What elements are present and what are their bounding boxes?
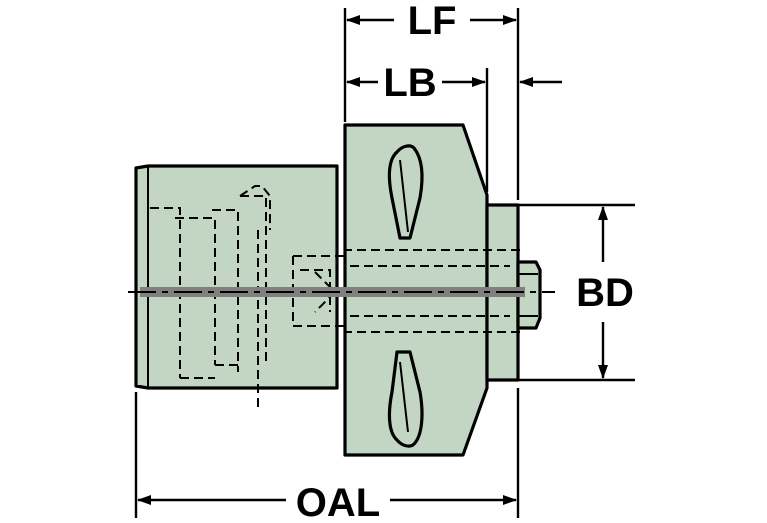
lb-label: LB	[383, 61, 436, 105]
drive-slot-top	[387, 144, 424, 240]
centerline	[128, 287, 555, 297]
bd-dimension: BD	[576, 206, 634, 379]
extension-lines	[134, 8, 635, 518]
oal-dimension: OAL	[137, 481, 517, 523]
lf-label: LF	[408, 0, 457, 43]
lf-dimension: LF	[346, 0, 517, 43]
shank	[134, 164, 339, 410]
bd-label: BD	[576, 271, 634, 315]
lb-dimension: LB	[346, 61, 562, 105]
drive-slot-bottom	[387, 350, 424, 448]
oal-label: OAL	[296, 481, 380, 523]
retention-screw	[516, 260, 542, 330]
